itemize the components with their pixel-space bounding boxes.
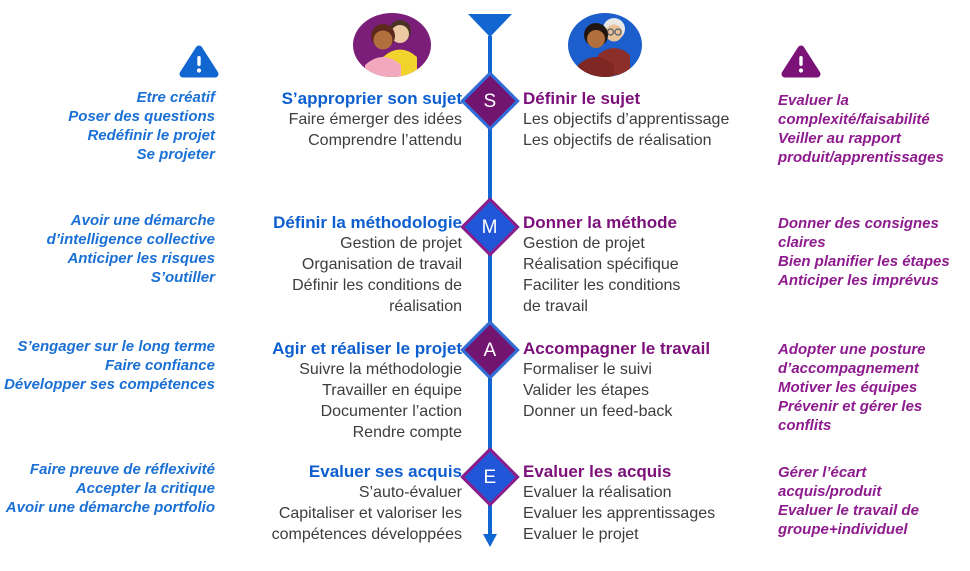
teacher-action-title: Accompagner le travail <box>523 339 711 358</box>
teachers-icon <box>568 13 642 77</box>
teacher-action-lines: Les objectifs d’apprentissage Les object… <box>523 111 730 149</box>
student-action-lines: S’auto-évaluer Capitaliser et valoriser … <box>271 484 462 543</box>
student-action-lines: Faire émerger des idées Comprendre l’att… <box>288 111 462 149</box>
teacher-postures-row1: Evaluer la complexité/faisabilité Veille… <box>778 92 944 166</box>
teacher-action-lines: Evaluer la réalisation Evaluer les appre… <box>523 484 716 543</box>
student-action-title: Définir la méthodologie <box>273 213 462 232</box>
student-action-title: Evaluer ses acquis <box>308 462 462 481</box>
timeline-step-m: M <box>460 197 520 257</box>
teacher-action-lines: Formaliser le suivi Valider les étapes D… <box>523 361 673 420</box>
timeline-step-e: E <box>460 447 520 507</box>
teacher-action-row2: Donner la méthode Gestion de projet Réal… <box>523 212 778 317</box>
student-warning-icon <box>179 45 219 84</box>
teacher-action-lines: Gestion de projet Réalisation spécifique… <box>523 235 681 315</box>
student-action-title: Agir et réaliser le projet <box>272 339 462 358</box>
student-action-lines: Gestion de projet Organisation de travai… <box>292 235 462 315</box>
teacher-postures-row4: Gérer l’écart acquis/produit Evaluer le … <box>778 464 919 538</box>
timeline-top-marker-icon <box>468 14 512 37</box>
teacher-action-row1: Définir le sujet Les objectifs d’apprent… <box>523 88 778 151</box>
students-avatar <box>353 13 431 82</box>
students-icon <box>353 13 431 77</box>
teacher-action-title: Evaluer les acquis <box>523 462 672 481</box>
timeline-step-s: S <box>460 71 520 131</box>
teacher-warning-icon <box>781 45 821 84</box>
step-letter: A <box>483 339 497 361</box>
student-action-title: S’approprier son sujet <box>281 89 462 108</box>
student-action-row1: S’approprier son sujet Faire émerger des… <box>232 88 462 151</box>
student-postures-row3: S’engager sur le long terme Faire confia… <box>4 338 215 393</box>
student-postures-row2: Avoir une démarche d’intelligence collec… <box>46 212 215 286</box>
student-postures-row1: Etre créatif Poser des questions Redéfin… <box>68 89 215 163</box>
step-letter: S <box>483 90 497 112</box>
student-action-row4: Evaluer ses acquis S’auto-évaluer Capita… <box>232 461 462 545</box>
step-letter: M <box>482 216 498 238</box>
teachers-avatar <box>568 13 642 82</box>
timeline-step-a: A <box>460 320 520 380</box>
teacher-action-row3: Accompagner le travail Formaliser le sui… <box>523 338 778 422</box>
step-letter: E <box>483 466 497 488</box>
teacher-action-title: Définir le sujet <box>523 89 641 108</box>
timeline-arrowhead-icon <box>483 534 497 547</box>
student-postures-row4: Faire preuve de réflexivité Accepter la … <box>5 461 215 516</box>
student-action-lines: Suivre la méthodologie Travailler en équ… <box>299 361 462 441</box>
student-action-row3: Agir et réaliser le projet Suivre la mét… <box>232 338 462 443</box>
student-action-row2: Définir la méthodologie Gestion de proje… <box>232 212 462 317</box>
timeline-line <box>488 36 492 535</box>
teacher-postures-row3: Adopter une posture d’accompagnement Mot… <box>778 341 926 434</box>
teacher-action-title: Donner la méthode <box>523 213 677 232</box>
teacher-action-row4: Evaluer les acquis Evaluer la réalisatio… <box>523 461 778 545</box>
teacher-postures-row2: Donner des consignes claires Bien planif… <box>778 215 950 289</box>
